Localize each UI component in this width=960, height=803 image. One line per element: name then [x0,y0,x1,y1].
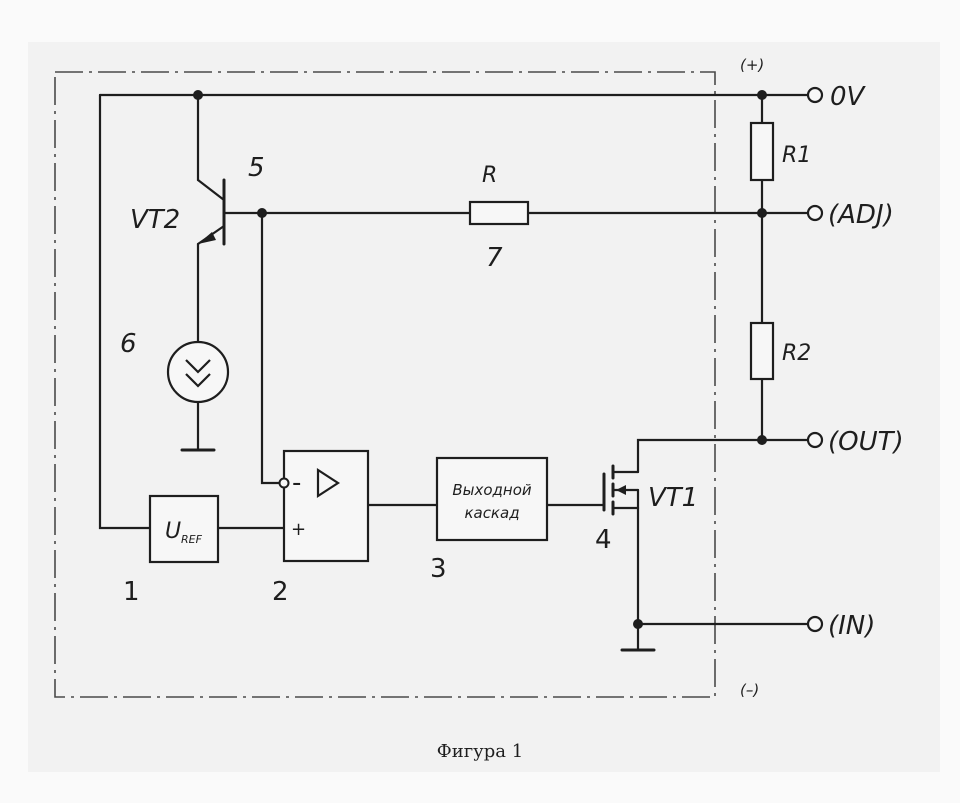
ov-label: 0V [830,82,867,112]
uref-sub-label: REF [181,533,203,546]
current-source-arrow-bottom [185,373,211,388]
scan-area [28,42,940,772]
uref-block [148,494,220,564]
opamp-block [282,449,370,563]
resistor-r1 [749,121,775,182]
figure-caption: Фигура 1 [437,741,523,762]
out-wire [636,438,810,474]
inverting-input-bubble [278,477,290,489]
terminal-ov [806,86,824,104]
callout-2: 2 [272,577,289,607]
callout-1: 1 [123,577,140,607]
resistor-r [468,200,530,226]
left-supply-wire [98,93,152,530]
callout-5: 5 [248,153,265,183]
vt1-label: VT1 [648,483,698,513]
vt2-collector-lead [196,178,226,202]
r-label: R [482,163,497,188]
junction-dots [193,90,767,629]
junction-dot [757,90,767,100]
callout-4: 4 [595,525,612,555]
junction-dot [757,435,767,445]
minus-label: (–) [740,681,759,699]
junction-dot [257,208,267,218]
r2-label: R2 [782,341,811,366]
junction-dot [193,90,203,100]
current-source-arrow-top [185,359,211,374]
output-stage-line2: каскад [464,504,519,522]
output-stage-line1: Выходной [452,481,532,499]
plus-label: (+) [740,56,764,74]
in-label: (IN) [828,611,875,641]
feedback-wire [260,211,281,485]
vt1-arrow [616,485,626,495]
adj-label: (ADJ) [828,200,894,230]
junction-dot [633,619,643,629]
callout-7: 7 [486,243,503,273]
out-label: (OUT) [828,427,904,457]
terminal-out [806,431,824,449]
terminal-in [806,615,824,633]
output-stage-block [435,456,549,542]
vt2-arrow [198,232,216,244]
callout-3: 3 [430,554,447,584]
junction-dot [757,208,767,218]
opamp-triangle [316,467,341,499]
terminal-adj [806,204,824,222]
callout-6: 6 [120,329,137,359]
r1-label: R1 [782,143,811,168]
opamp-plus-label: + [291,519,306,540]
vt2-label: VT2 [130,205,180,235]
ic-boundary [54,71,716,698]
opamp-minus-label: - [292,468,301,498]
uref-main-label: U [165,519,181,544]
resistor-r2 [749,321,775,381]
